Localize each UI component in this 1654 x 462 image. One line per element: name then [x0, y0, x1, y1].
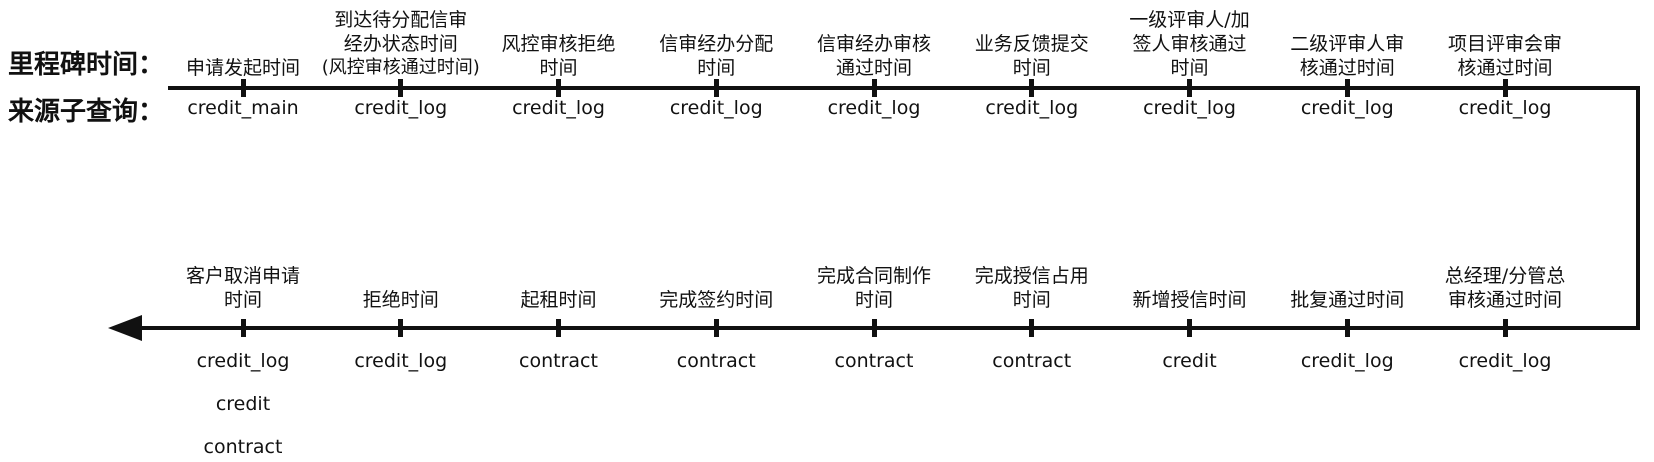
- milestone-label-text: 新增授信时间: [1132, 289, 1247, 311]
- milestone-tick: [1502, 319, 1508, 337]
- milestone-tick: [1029, 79, 1035, 97]
- milestone-sources: credit_log: [1387, 97, 1623, 140]
- milestone-tick: [713, 319, 719, 337]
- milestone-label-text: 信审经办审核 通过时间: [816, 33, 931, 79]
- milestone-label-text: 信审经办分配 时间: [659, 33, 774, 79]
- milestone-label-text: 总经理/分管总 审核通过时间: [1444, 265, 1566, 311]
- source-name: credit_log: [196, 350, 290, 372]
- milestone-label: 申请发起时间: [125, 56, 361, 80]
- milestone-tick: [1187, 79, 1192, 97]
- milestone-label: 起租时间: [441, 288, 677, 312]
- source-name: credit_log: [354, 97, 448, 119]
- milestone-tick: [713, 79, 719, 97]
- milestone-label-text: 完成签约时间: [659, 289, 774, 311]
- milestone-sources: credit_log: [283, 350, 519, 393]
- source-name: credit_log: [354, 350, 448, 372]
- milestone-label: 项目评审会审 核通过时间: [1387, 32, 1623, 80]
- milestone-label-text: 风控审核拒绝 时间: [501, 33, 616, 79]
- milestone-label-text: 业务反馈提交 时间: [974, 33, 1089, 79]
- milestone-label-text: 完成合同制作 时间: [816, 265, 931, 311]
- milestone-tick: [398, 319, 404, 337]
- milestone-row-label: 里程碑时间：: [8, 50, 165, 80]
- milestone-label-text: 申请发起时间: [185, 57, 300, 79]
- source-name: contract: [203, 436, 283, 458]
- milestone-label: 二级评审人审 核通过时间: [1229, 32, 1465, 80]
- milestone-sources: credit_log: [1229, 97, 1465, 140]
- milestone-label-text: 完成授信占用 时间: [974, 265, 1089, 311]
- source-name: credit_main: [187, 97, 299, 119]
- milestone-label: 总经理/分管总 审核通过时间: [1387, 264, 1623, 312]
- source-name: credit_log: [827, 97, 921, 119]
- source-row-label: 来源子查询：: [8, 97, 165, 127]
- milestone-label: 完成签约时间: [598, 288, 834, 312]
- source-name: credit_log: [1300, 97, 1394, 119]
- milestone-tick: [240, 79, 246, 97]
- source-name: credit_log: [1458, 350, 1552, 372]
- milestone-label: 风控审核拒绝 时间: [441, 32, 677, 80]
- milestone-label: 完成授信占用 时间: [914, 264, 1150, 312]
- milestone-label: 新增授信时间: [1072, 288, 1308, 312]
- milestone-label-text: 项目评审会审 核通过时间: [1447, 33, 1562, 79]
- source-name: credit: [215, 393, 271, 415]
- milestone-sources: credit_log: [441, 97, 677, 140]
- milestone-label-text: 二级评审人审 核通过时间: [1290, 33, 1405, 79]
- source-name: credit: [1162, 350, 1217, 372]
- milestone-tick: [556, 79, 561, 97]
- milestone-sources: credit_log: [914, 97, 1150, 140]
- milestone-sources: credit: [1072, 350, 1308, 393]
- milestone-label-text: 拒绝时间: [362, 289, 439, 311]
- milestone-tick: [871, 319, 877, 337]
- milestone-sources: credit_log: [283, 97, 519, 140]
- milestone-tick: [556, 319, 561, 337]
- milestone-label: 信审经办分配 时间: [598, 32, 834, 80]
- milestone-sources: contract: [598, 350, 834, 393]
- milestone-label: 客户取消申请 时间: [125, 264, 361, 312]
- source-name: contract: [834, 350, 914, 372]
- source-name: credit_log: [1458, 97, 1552, 119]
- source-name: credit_log: [1300, 350, 1394, 372]
- milestone-label-text: 起租时间: [520, 289, 597, 311]
- right-connector-line: [1636, 86, 1640, 330]
- top-timeline-line: [168, 86, 1640, 90]
- milestone-sources: credit_log: [1072, 97, 1308, 140]
- milestone-sources: credit_log: [1229, 350, 1465, 393]
- milestone-tick: [240, 319, 246, 337]
- milestone-label: 完成合同制作 时间: [756, 264, 992, 312]
- milestone-label: 信审经办审核 通过时间: [756, 32, 992, 80]
- source-name: credit_log: [512, 97, 605, 119]
- milestone-sources: contract: [756, 350, 992, 393]
- milestone-tick: [1029, 319, 1035, 337]
- source-name: contract: [519, 350, 598, 372]
- milestone-tick: [871, 79, 877, 97]
- source-name: credit_log: [669, 97, 763, 119]
- source-name: credit_log: [985, 97, 1079, 119]
- milestone-sources: credit_main: [125, 97, 361, 140]
- milestone-sources: contract: [914, 350, 1150, 393]
- left-arrowhead-icon: [108, 315, 142, 341]
- milestone-label: 批复通过时间: [1229, 288, 1465, 312]
- milestone-tick: [398, 79, 404, 97]
- milestone-sources: credit_log: [598, 97, 834, 140]
- source-name: contract: [992, 350, 1072, 372]
- milestone-label: 到达待分配信审 经办状态时间(风控审核通过时间): [283, 8, 519, 80]
- milestone-label-text: 一级评审人/加 签人审核通过 时间: [1129, 9, 1250, 79]
- source-name: credit_log: [1143, 97, 1236, 119]
- milestone-label-text: 批复通过时间: [1290, 289, 1405, 311]
- milestone-tick: [1187, 319, 1192, 337]
- milestone-label: 一级评审人/加 签人审核通过 时间: [1072, 8, 1308, 80]
- milestone-label-text: 到达待分配信审 经办状态时间: [334, 9, 468, 55]
- milestone-label: 拒绝时间: [283, 288, 519, 312]
- milestone-tick: [1344, 79, 1350, 97]
- milestone-sources: credit_log: [1387, 350, 1623, 393]
- milestone-sources: contract: [441, 350, 677, 393]
- milestone-sublabel-text: (风控审核通过时间): [321, 57, 480, 78]
- milestone-tick: [1502, 79, 1508, 97]
- milestone-tick: [1344, 319, 1350, 337]
- milestone-sources: credit_log: [756, 97, 992, 140]
- milestone-label: 业务反馈提交 时间: [914, 32, 1150, 80]
- bottom-timeline-line: [138, 326, 1640, 330]
- source-name: contract: [676, 350, 756, 372]
- milestone-label-text: 客户取消申请 时间: [185, 265, 300, 311]
